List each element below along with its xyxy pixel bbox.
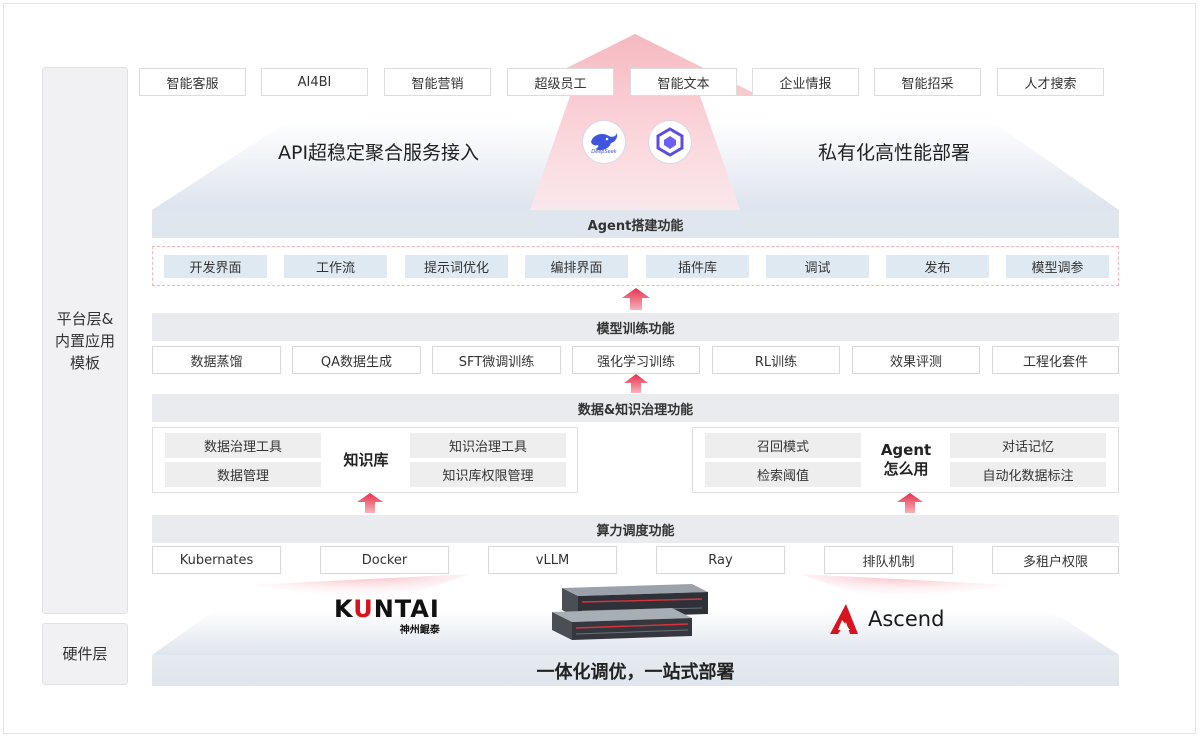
platform-layer-text: 平台层& 内置应用 模板 [54, 309, 115, 372]
hardware-layer-text: 硬件层 [62, 645, 108, 663]
app-smart-customer-service: 智能客服 [139, 68, 246, 96]
ascend-a-icon [830, 604, 858, 634]
model-item: SFT微调训练 [432, 346, 561, 374]
up-arrow-icon [624, 374, 648, 393]
app-smart-marketing: 智能营销 [384, 68, 491, 96]
kuntai-letter: K [334, 595, 354, 623]
hardware-layer-label: 硬件层 [42, 623, 128, 685]
agent-item: 调试 [766, 255, 869, 278]
kuntai-letter: N [373, 595, 395, 623]
kuntai-logo: KUNTAI 神州鲲泰 [334, 596, 440, 636]
server-rack-icon [552, 584, 708, 640]
compute-item: 排队机制 [824, 546, 953, 574]
kuntai-letter: TAI [394, 595, 440, 623]
kb-item: 数据治理工具 [165, 433, 321, 458]
agent-item: 提示词优化 [405, 255, 508, 278]
agent-item: 工作流 [284, 255, 387, 278]
compute-item: Kubernates [152, 546, 281, 574]
diagram-frame [3, 3, 1196, 734]
integrated-deployment-bar: 一体化调优，一站式部署 [152, 655, 1119, 686]
tagline-private-deploy: 私有化高性能部署 [818, 142, 971, 164]
agent-usage-title: Agent 怎么用 [880, 441, 932, 478]
compute-item: vLLM [488, 546, 617, 574]
compute-item: Docker [320, 546, 449, 574]
model-item: RL训练 [712, 346, 840, 374]
kuntai-letter: U [353, 595, 374, 623]
model-training-band: 模型训练功能 [152, 313, 1119, 341]
whale-icon [591, 133, 618, 151]
agent-usage-box: 召回模式 检索阈值 Agent 怎么用 对话记忆 自动化数据标注 [692, 427, 1119, 493]
agent-usage-item: 检索阈值 [705, 462, 861, 487]
app-smart-procurement: 智能招采 [874, 68, 981, 96]
app-super-employee: 超级员工 [507, 68, 614, 96]
model-item: 数据蒸馏 [152, 346, 281, 374]
agent-usage-item: 自动化数据标注 [950, 462, 1106, 487]
agent-usage-item: 召回模式 [705, 433, 861, 458]
app-ai4bi: AI4BI [261, 68, 368, 96]
deepseek-logo: DeepSeek [582, 120, 626, 164]
app-talent-search: 人才搜索 [997, 68, 1104, 96]
tagline-api-access: API超稳定聚合服务接入 [278, 142, 480, 164]
up-arrow-icon [622, 288, 650, 310]
compute-item: Ray [656, 546, 785, 574]
compute-scheduling-title: 算力调度功能 [596, 523, 675, 539]
agent-item: 插件库 [646, 255, 749, 278]
agent-item: 模型调参 [1006, 255, 1109, 278]
data-knowledge-band: 数据&知识治理功能 [152, 394, 1119, 422]
agent-feature-row: 开发界面 工作流 提示词优化 编排界面 插件库 调试 发布 模型调参 [152, 246, 1119, 286]
qwen-icon [656, 127, 684, 157]
ascend-logo: Ascend [828, 602, 944, 636]
integrated-deployment-text: 一体化调优，一站式部署 [536, 661, 735, 683]
deepseek-wordmark: DeepSeek [591, 149, 617, 155]
model-item: 工程化套件 [992, 346, 1119, 374]
agent-build-band: Agent搭建功能 [152, 210, 1119, 238]
ascend-wordmark: Ascend [868, 607, 945, 631]
kb-title: 知识库 [343, 451, 389, 469]
up-arrow-icon [357, 493, 383, 513]
app-enterprise-intel: 企业情报 [752, 68, 859, 96]
compute-item: 多租户权限 [992, 546, 1119, 574]
kb-item: 知识库权限管理 [410, 462, 566, 487]
model-item: 效果评测 [852, 346, 980, 374]
model-training-title: 模型训练功能 [596, 321, 675, 337]
agent-item: 发布 [886, 255, 989, 278]
kuntai-chinese-name: 神州鲲泰 [399, 625, 440, 636]
agent-item: 编排界面 [525, 255, 628, 278]
data-knowledge-title: 数据&知识治理功能 [577, 402, 694, 418]
kb-item: 知识治理工具 [410, 433, 566, 458]
kuntai-wordmark: KUNTAI [334, 596, 440, 622]
model-item: 强化学习训练 [572, 346, 700, 374]
agent-build-title: Agent搭建功能 [587, 218, 684, 234]
app-smart-text: 智能文本 [630, 68, 737, 96]
model-item: QA数据生成 [292, 346, 421, 374]
agent-usage-item: 对话记忆 [950, 433, 1106, 458]
kb-item: 数据管理 [165, 462, 321, 487]
compute-scheduling-band: 算力调度功能 [152, 515, 1119, 543]
platform-layer-label: 平台层& 内置应用 模板 [42, 67, 128, 614]
agent-item: 开发界面 [164, 255, 267, 278]
qwen-logo [648, 120, 692, 164]
up-arrow-icon [897, 493, 923, 513]
knowledge-base-box: 数据治理工具 数据管理 知识库 知识治理工具 知识库权限管理 [152, 427, 578, 493]
